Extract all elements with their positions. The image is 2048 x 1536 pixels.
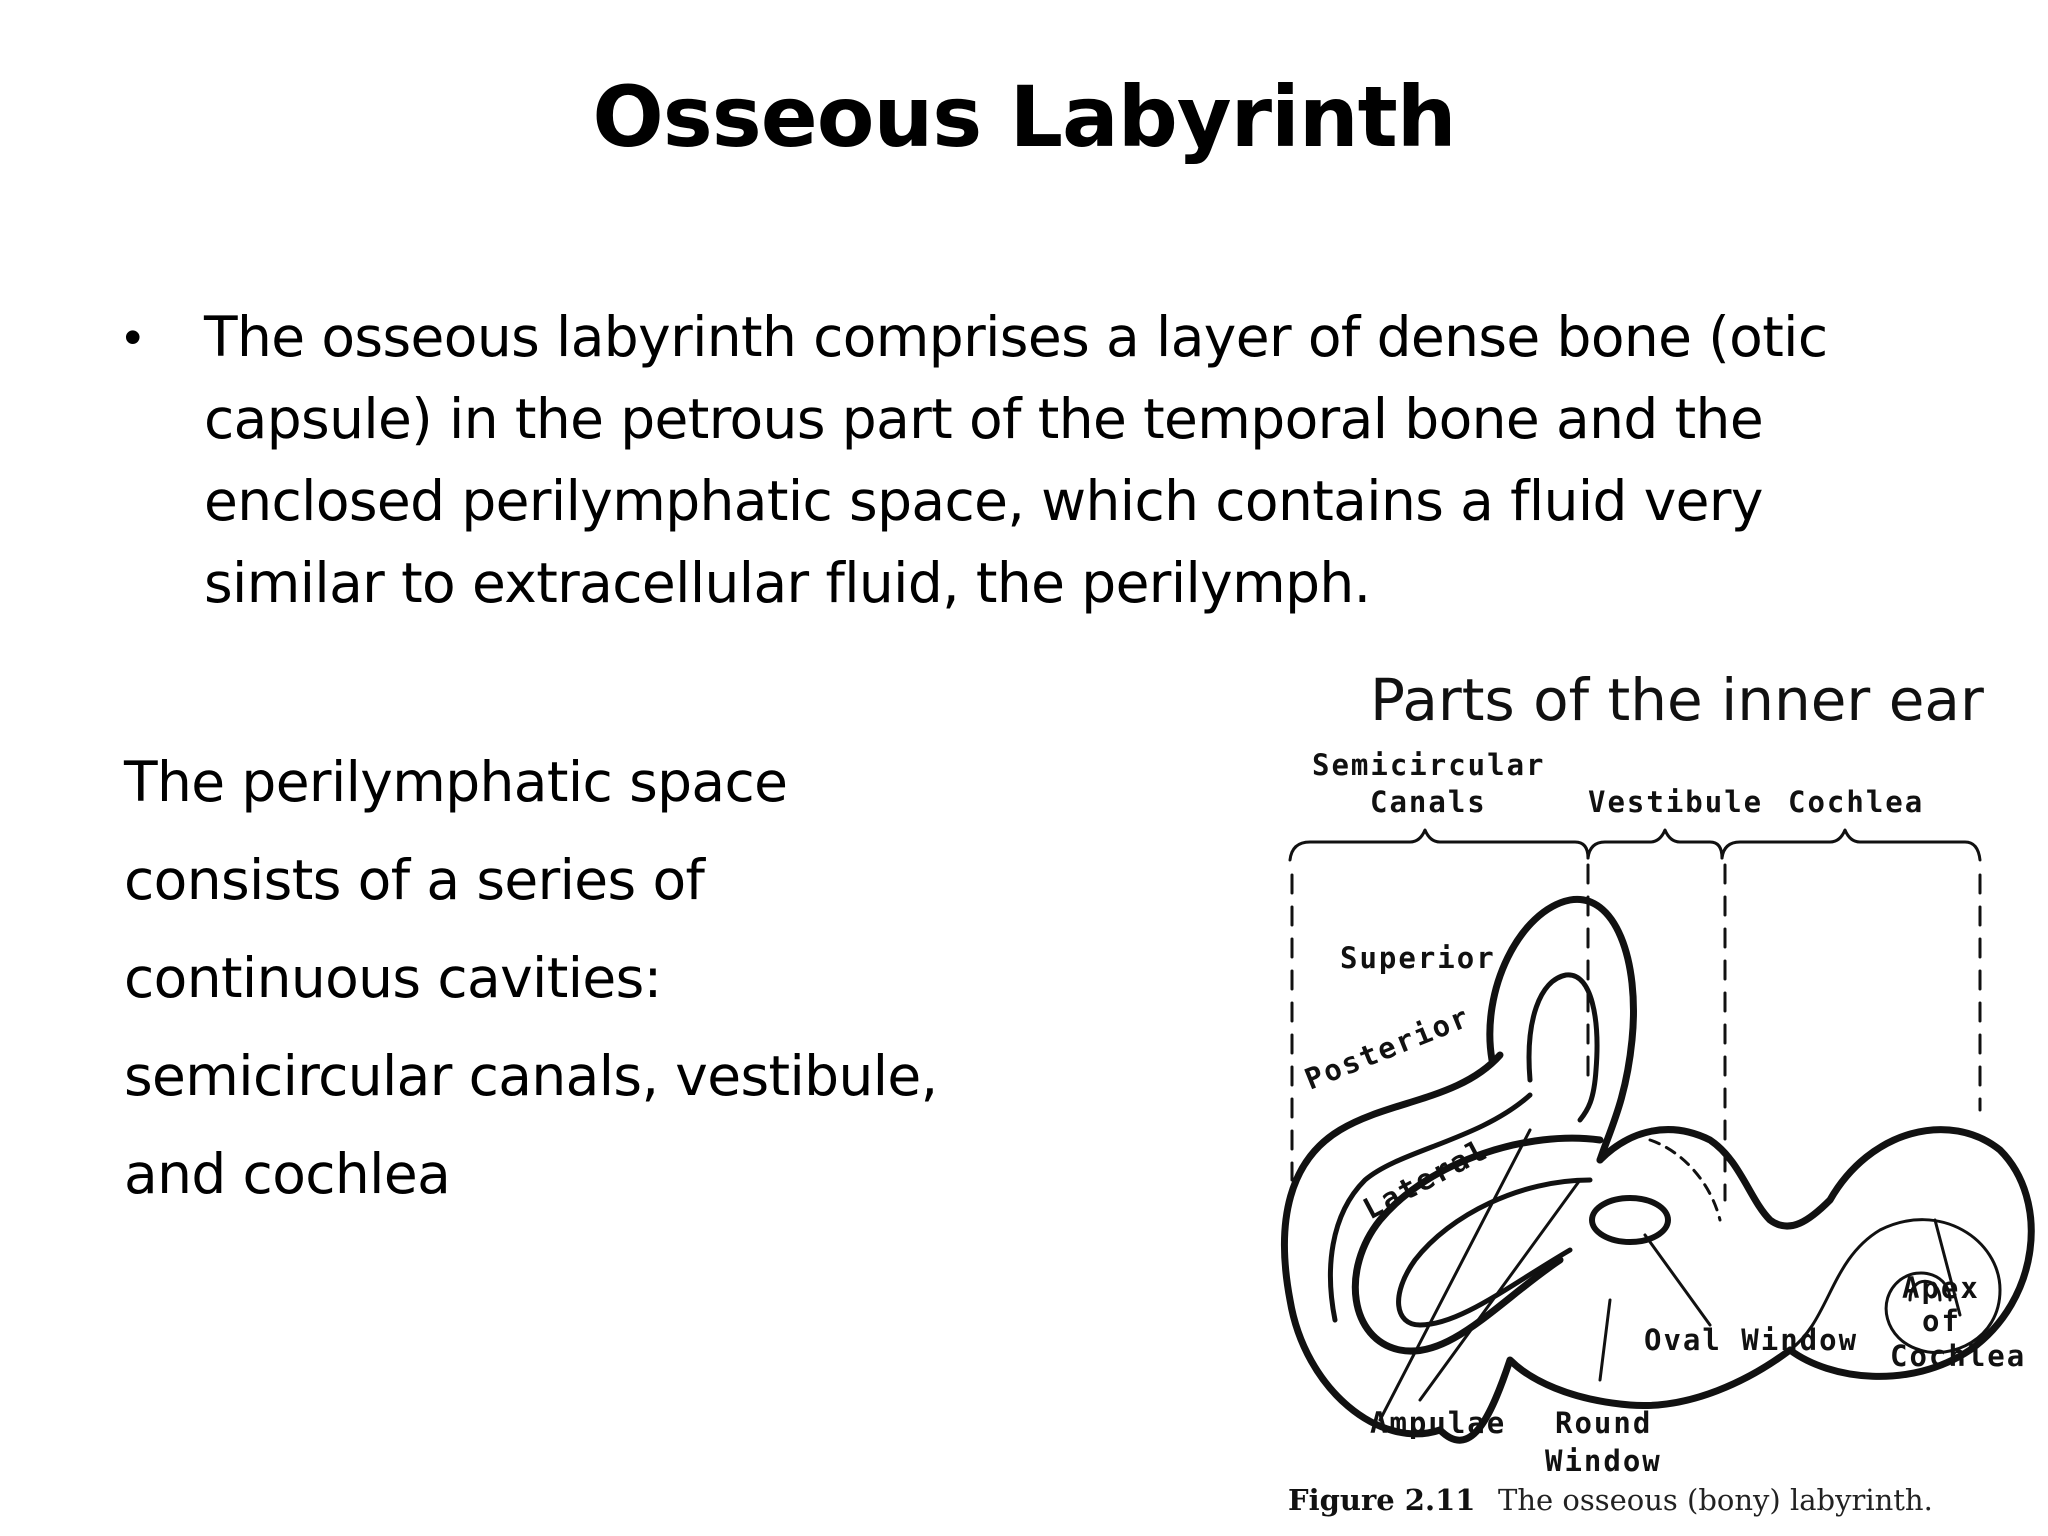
paragraph-line: semicircular canals, vestibule, bbox=[124, 1044, 938, 1108]
ampulae-label: Ampulae bbox=[1370, 1406, 1506, 1440]
superior-canal-inner bbox=[1526, 972, 1600, 1123]
vestibule-label: Vestibule bbox=[1588, 785, 1763, 819]
paragraph-line: consists of a series of bbox=[124, 848, 705, 912]
figure-caption-text: The osseous (bony) labyrinth. bbox=[1498, 1483, 1933, 1517]
oval-window-label: Oval Window bbox=[1644, 1323, 1858, 1357]
apex-label-line3: Cochlea bbox=[1890, 1339, 2026, 1373]
bullet-marker: • bbox=[124, 309, 142, 365]
round-window-pointer bbox=[1598, 1298, 1612, 1382]
cochlea-brace bbox=[1720, 828, 1982, 862]
vestibule-brace bbox=[1586, 828, 1724, 860]
inner-ear-figure: Parts of the inner ear Semicircular Cana… bbox=[1270, 660, 2040, 1530]
posterior-label: Posterior bbox=[1300, 999, 1475, 1096]
cochlea-spiral bbox=[1788, 1218, 2002, 1354]
superior-label: Superior bbox=[1340, 941, 1496, 975]
inner-ear-diagram: Parts of the inner ear Semicircular Cana… bbox=[1280, 666, 2035, 1517]
ampulae-pointer-1 bbox=[1378, 1128, 1532, 1422]
semicircular-canals-label: Semicircular bbox=[1312, 748, 1546, 782]
superior-canal bbox=[1486, 895, 1637, 1164]
vestibule-body bbox=[1436, 1126, 2035, 1444]
bullet-text: The osseous labyrinth comprises a layer … bbox=[204, 305, 1828, 615]
figure-heading: Parts of the inner ear bbox=[1370, 666, 1984, 734]
figure-caption-number: Figure 2.11 bbox=[1288, 1483, 1475, 1517]
bullet-item: • The osseous labyrinth comprises a laye… bbox=[120, 296, 1920, 624]
perilymphatic-paragraph: The perilymphatic space consists of a se… bbox=[124, 733, 1134, 1223]
posterior-canal bbox=[1280, 1051, 1504, 1438]
apex-pointer bbox=[1933, 1218, 1962, 1317]
apex-label-line2: of bbox=[1922, 1304, 1961, 1338]
semicircular-canals-label-line2: Canals bbox=[1370, 785, 1487, 819]
paragraph-line: continuous cavities: bbox=[124, 946, 662, 1010]
cochlea-apex-curl bbox=[1908, 1279, 1942, 1302]
semicircular-brace bbox=[1288, 828, 1590, 862]
vestibule-inner-dash bbox=[1648, 1138, 1722, 1222]
cochlea-label: Cochlea bbox=[1788, 785, 1924, 819]
oval-window-pointer bbox=[1643, 1233, 1712, 1327]
apex-label: Apex bbox=[1902, 1271, 1980, 1305]
round-window-label: Round bbox=[1555, 1406, 1652, 1440]
oval-window bbox=[1589, 1195, 1671, 1245]
paragraph-line: The perilymphatic space bbox=[124, 750, 788, 814]
ampulae-pointer-2 bbox=[1418, 1178, 1582, 1402]
posterior-canal-inner bbox=[1327, 1092, 1533, 1323]
paragraph-line: and cochlea bbox=[124, 1142, 451, 1206]
round-window-label-line2: Window bbox=[1545, 1444, 1662, 1478]
slide-title: Osseous Labyrinth bbox=[592, 68, 1456, 166]
